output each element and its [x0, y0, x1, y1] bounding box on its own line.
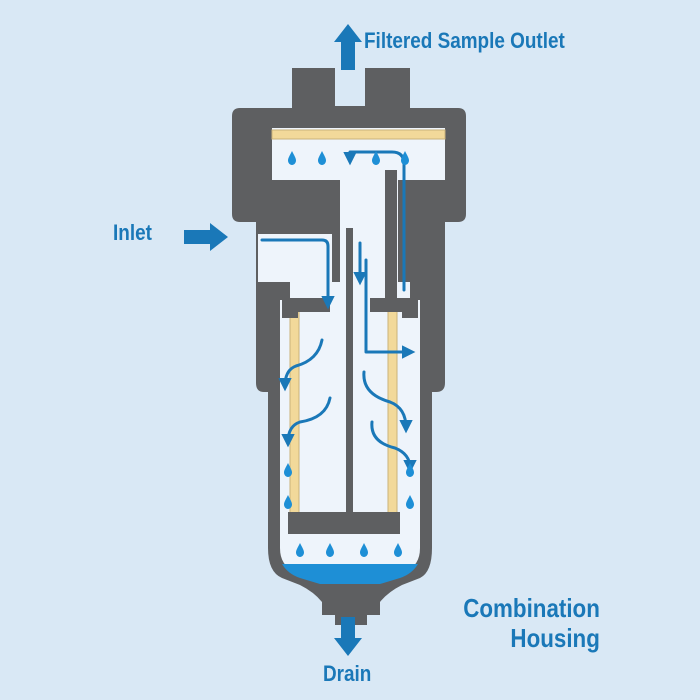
droplet-icon	[296, 543, 304, 557]
droplet-icon	[284, 463, 292, 477]
droplet-icon	[406, 495, 414, 509]
outlet-label: Filtered Sample Outlet	[364, 28, 565, 53]
droplet-icon	[401, 151, 409, 165]
droplet-icon	[288, 151, 296, 165]
outlet-channel-wall	[385, 170, 397, 298]
diagram-title-line-1: Combination	[463, 593, 600, 623]
droplet-icon	[318, 151, 326, 165]
droplet-icon	[326, 543, 334, 557]
filter-element-left	[289, 307, 300, 523]
diagram-title-line-2: Housing	[510, 623, 600, 653]
down-arrow-icon	[334, 617, 362, 656]
right-arrow-icon	[184, 223, 228, 251]
droplets	[284, 151, 414, 557]
droplet-icon	[406, 463, 414, 477]
filter-element-right	[387, 307, 398, 523]
drain-label: Drain	[323, 661, 372, 686]
droplet-icon	[284, 495, 292, 509]
filter-top-cap-left	[282, 298, 330, 318]
droplet-icon	[360, 543, 368, 557]
droplet-icon	[372, 151, 380, 165]
diagram-title: Combination Housing	[463, 593, 600, 653]
center-post	[346, 228, 353, 518]
filter-top-cap-right	[370, 298, 418, 318]
top-filter-disc	[271, 129, 446, 140]
filter-end-cap-bottom	[288, 512, 400, 534]
droplet-icon	[394, 543, 402, 557]
inlet-label: Inlet	[113, 220, 152, 245]
up-arrow-icon	[334, 24, 362, 70]
drain-liquid	[282, 564, 418, 584]
